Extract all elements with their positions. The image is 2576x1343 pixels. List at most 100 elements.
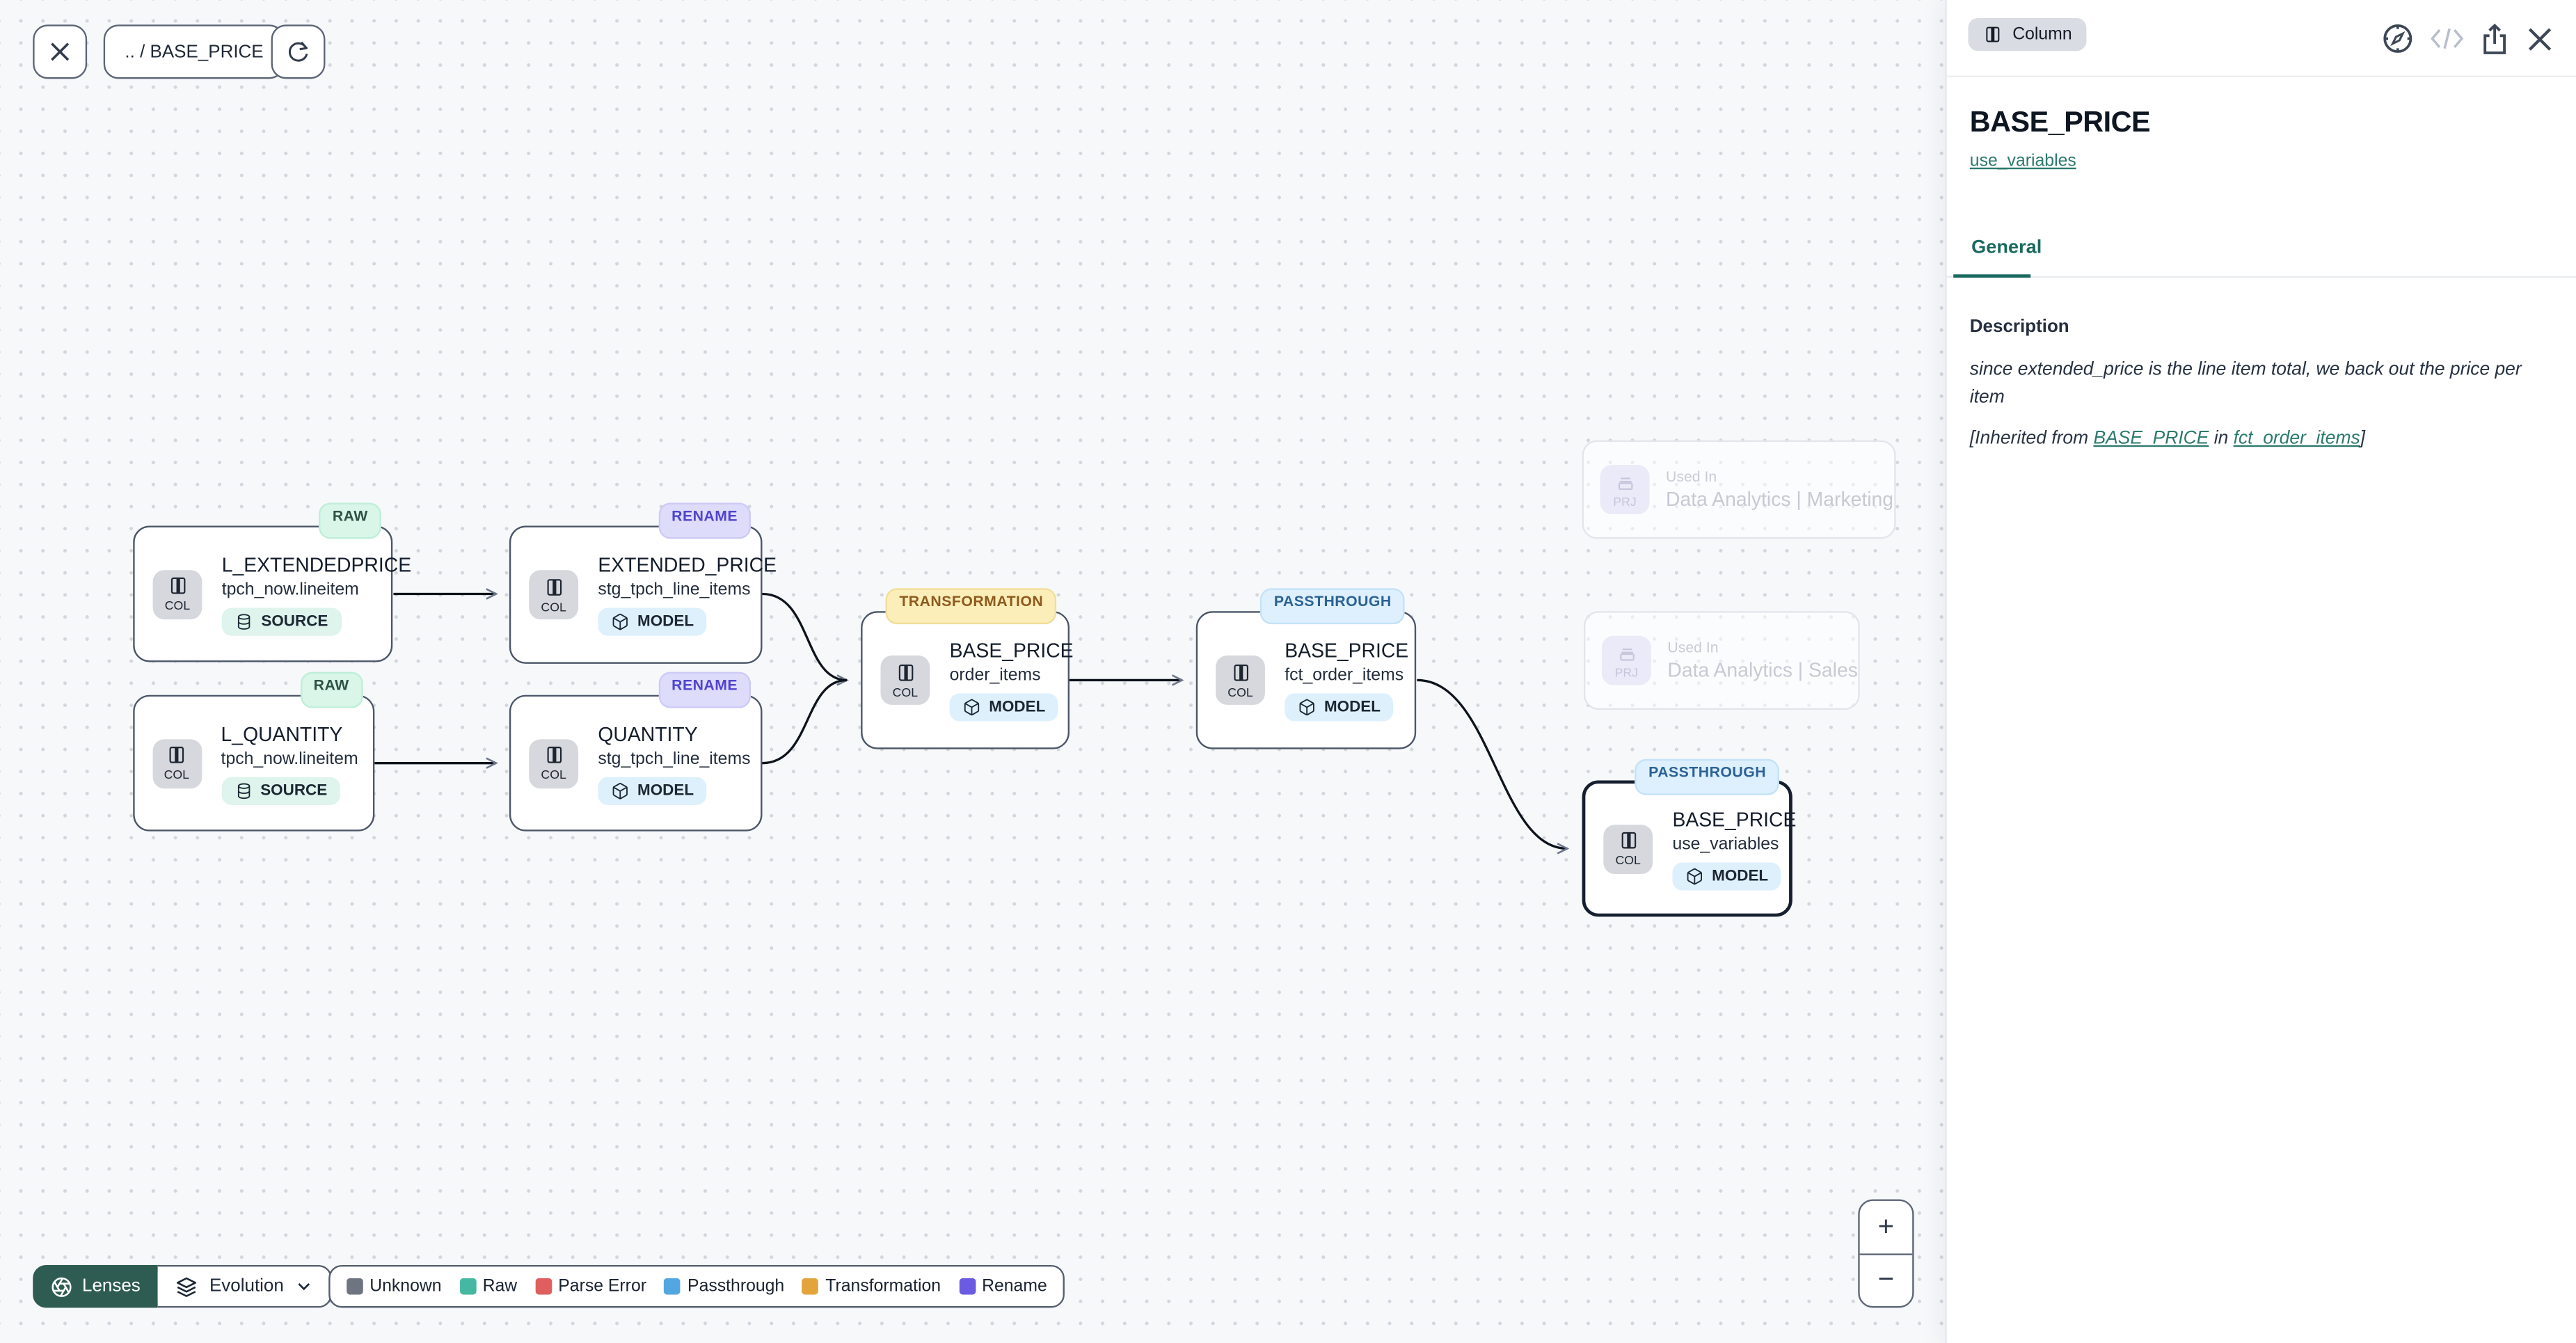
cube-icon — [612, 613, 628, 630]
panel-model-link[interactable]: use_variables — [1969, 151, 2076, 171]
layers-icon — [177, 1276, 198, 1296]
kind-badge: MODEL — [598, 607, 707, 636]
kind-badge: MODEL — [598, 776, 707, 804]
kind-label: SOURCE — [261, 612, 328, 630]
node-subtitle: tpch_now.lineitem — [221, 579, 359, 599]
tab-general[interactable]: General — [1971, 238, 2042, 258]
legend-swatch-unknown — [347, 1278, 363, 1295]
node-base-price-order-items[interactable]: TRANSFORMATION COL BASE_PRICE order_item… — [861, 587, 1074, 749]
share-button[interactable] — [2479, 22, 2511, 55]
focus-compass-button[interactable] — [2380, 22, 2415, 56]
archive-icon — [1619, 647, 1634, 660]
close-icon — [51, 42, 70, 61]
breadcrumb[interactable]: .. / BASE_PRICE — [103, 24, 285, 79]
node-base-price-use-variables-selected[interactable]: PASSTHROUGH COL BASE_PRICE use_variables… — [1582, 758, 1796, 917]
lens-selector-dropdown[interactable]: Evolution — [158, 1264, 332, 1308]
lineage-legend: Unknown Raw Parse Error Passthrough Tran… — [328, 1264, 1065, 1308]
lenses-control: Lenses Evolution — [33, 1264, 332, 1308]
node-quantity[interactable]: RENAME COL QUANTITY stg_tpch_line_items … — [509, 671, 763, 832]
panel-header: Column — [1946, 0, 2576, 77]
node-subtitle: tpch_now.lineitem — [221, 748, 358, 768]
node-title: BASE_PRICE — [1672, 807, 1797, 831]
columns-icon — [1233, 663, 1248, 681]
used-in-label: Used In — [1667, 639, 1719, 656]
column-chip: COL — [529, 738, 579, 788]
kind-label: MODEL — [1712, 866, 1769, 885]
inherited-middle: in — [2209, 428, 2234, 448]
node-title: QUANTITY — [598, 722, 698, 745]
cube-icon — [1299, 699, 1314, 716]
columns-icon — [1986, 26, 2000, 42]
kind-label: MODEL — [637, 781, 694, 800]
close-icon — [2528, 27, 2552, 50]
legend-swatch-passthrough — [664, 1278, 681, 1295]
inherited-model-link[interactable]: fct_order_items — [2233, 428, 2360, 448]
columns-icon — [898, 663, 913, 681]
cube-icon — [1687, 867, 1702, 884]
close-panel-button[interactable] — [2525, 24, 2554, 53]
lineage-type-badge: PASSTHROUGH — [1635, 758, 1779, 795]
entity-type-badge: Column — [1968, 17, 2087, 51]
node-title: BASE_PRICE — [1285, 639, 1409, 662]
lineage-type-badge: RAW — [300, 671, 363, 708]
legend-swatch-transformation — [802, 1278, 819, 1295]
node-extended-price[interactable]: RENAME COL EXTENDED_PRICE stg_tpch_line_… — [509, 502, 777, 664]
kind-badge: SOURCE — [221, 607, 342, 635]
columns-icon — [170, 577, 185, 594]
column-chip: COL — [152, 738, 202, 788]
node-l-quantity[interactable]: RAW COL L_QUANTITY tpch_now.lineitem SOU… — [132, 671, 374, 832]
chevron-down-icon — [297, 1283, 310, 1291]
description-text: since extended_price is the line item to… — [1969, 360, 2522, 408]
legend-item-raw: Raw — [459, 1276, 517, 1296]
active-tab-indicator — [1953, 273, 2031, 278]
kind-label: MODEL — [989, 698, 1046, 717]
chip-label: COL — [541, 598, 566, 614]
panel-title: BASE_PRICE — [1969, 105, 2151, 138]
inherited-column-link[interactable]: BASE_PRICE — [2093, 428, 2209, 448]
lineage-type-badge: TRANSFORMATION — [886, 587, 1057, 623]
legend-swatch-raw — [459, 1278, 477, 1295]
column-chip: COL — [529, 570, 579, 620]
database-icon — [237, 782, 250, 798]
description-section: Description since extended_price is the … — [1947, 317, 2576, 448]
legend-swatch-rename — [959, 1278, 976, 1295]
node-title: EXTENDED_PRICE — [598, 553, 777, 577]
node-base-price-fct-order-items[interactable]: PASSTHROUGH COL BASE_PRICE fct_order_ite… — [1195, 587, 1417, 749]
inherited-prefix: [Inherited from — [1969, 428, 2094, 448]
kind-badge: SOURCE — [221, 776, 341, 804]
database-icon — [237, 613, 251, 629]
column-chip: COL — [1603, 824, 1653, 873]
lenses-button[interactable]: Lenses — [33, 1264, 159, 1308]
code-icon — [2431, 28, 2464, 49]
zoom-out-button[interactable]: − — [1877, 1264, 1895, 1296]
close-graph-button[interactable] — [33, 24, 88, 79]
inherited-note: [Inherited from BASE_PRICE in fct_order_… — [1970, 429, 2553, 448]
chip-label: PRJ — [1614, 665, 1639, 680]
legend-item-parse-error: Parse Error — [535, 1276, 646, 1296]
refresh-button[interactable] — [271, 24, 326, 79]
kind-label: MODEL — [1323, 698, 1381, 717]
ghost-node-used-in-marketing[interactable]: PRJ Used In Data Analytics | Marketing — [1582, 440, 1896, 539]
project-chip: PRJ — [1600, 465, 1650, 514]
description-label: Description — [1969, 317, 2069, 337]
chip-label: COL — [1227, 684, 1253, 699]
edge-quantity-baseprice — [762, 678, 848, 765]
kind-badge: MODEL — [1672, 861, 1782, 890]
view-code-button[interactable] — [2430, 26, 2465, 51]
columns-icon — [169, 747, 184, 763]
legend-item-rename: Rename — [959, 1276, 1047, 1296]
ghost-node-used-in-sales[interactable]: PRJ Used In Data Analytics | Sales — [1583, 611, 1860, 710]
columns-icon — [546, 747, 561, 763]
aperture-icon — [51, 1276, 72, 1296]
share-icon — [2483, 22, 2506, 54]
node-subtitle: order_items — [949, 665, 1041, 685]
column-chip: COL — [152, 569, 202, 619]
legend-item-passthrough: Passthrough — [664, 1276, 784, 1296]
legend-item-unknown: Unknown — [347, 1276, 442, 1296]
zoom-in-button[interactable]: + — [1859, 1201, 1913, 1255]
zoom-controls: + − — [1858, 1199, 1914, 1308]
chip-label: COL — [1615, 852, 1641, 868]
node-l-extendedprice[interactable]: RAW COL L_EXTENDEDPRICE tpch_now.lineite… — [133, 502, 411, 662]
lineage-canvas[interactable]: .. / BASE_PRICE RAW COL L_EXTENDEDPRICE … — [0, 0, 1947, 1343]
